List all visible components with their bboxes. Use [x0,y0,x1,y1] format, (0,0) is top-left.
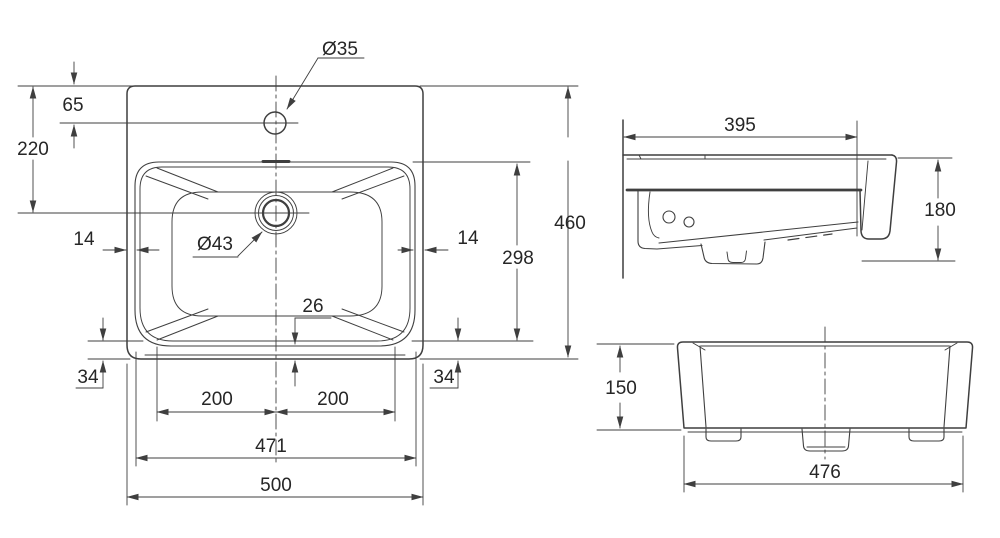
plan-view: Ø35 65 220 14 Ø43 14 298 460 26 34 34 20… [17,39,586,506]
plan-outer-outline [126,85,424,360]
dim-faucet-diameter: Ø35 [322,39,358,60]
side-front-block [859,154,898,240]
front-outer-outline [676,341,974,429]
plan-dimension-lines [29,57,572,501]
plan-extension-lines [17,85,579,506]
side-underside-line2 [656,244,703,250]
front-dimension-lines [596,343,964,493]
dim-drain-to-left: 200 [201,389,233,410]
side-drain-boss [700,241,766,265]
dim-drain-to-right: 200 [317,389,349,410]
side-drain-boss-notch [726,250,747,263]
dim-bowl-depth: 298 [502,248,534,269]
mounting-bracket-inner [647,191,660,239]
mounting-hole [662,210,676,224]
dim-body-height: 150 [605,378,637,399]
dim-faucet-offset: 65 [62,95,83,116]
bowl-rim-inner [139,166,411,342]
front-drain-boss [801,428,851,452]
side-underside-line [658,221,859,244]
side-dimension-lines [623,120,956,262]
dim-front-gap-inner: 26 [302,296,323,317]
dim-drain-offset: 220 [17,139,49,160]
dim-base-width: 476 [809,462,841,483]
dim-drain-diameter: Ø43 [197,234,233,255]
side-underside-line3 [763,227,858,241]
front-view: 150 476 [596,326,974,493]
dim-front-gap-left: 34 [77,367,99,388]
front-right-inner-edge [943,345,951,428]
side-view: 395 180 [622,115,956,279]
dim-front-height: 180 [924,200,956,221]
dim-right-rim-gap: 14 [457,228,479,249]
front-left-inner-edge [699,345,707,428]
dim-inner-width: 471 [255,436,287,457]
mounting-bracket [637,189,658,250]
corner-curve [944,342,958,351]
front-right-foot [908,428,945,442]
dim-left-rim-gap: 14 [73,229,95,250]
dim-wall-projection: 395 [724,115,756,136]
dim-front-gap-right: 34 [433,367,455,388]
dim-overall-width: 500 [260,475,292,496]
bowl-rim-outer [134,161,416,347]
side-front-block-inner [861,160,869,231]
bowl-chamfer-lines [145,167,405,341]
mounting-hole [683,216,695,228]
hidden-line [787,233,833,241]
corner-curve [692,342,706,351]
rim-tick [638,154,642,160]
front-left-foot [705,428,742,442]
bowl-floor [171,191,383,317]
dim-overall-depth: 460 [554,213,586,234]
